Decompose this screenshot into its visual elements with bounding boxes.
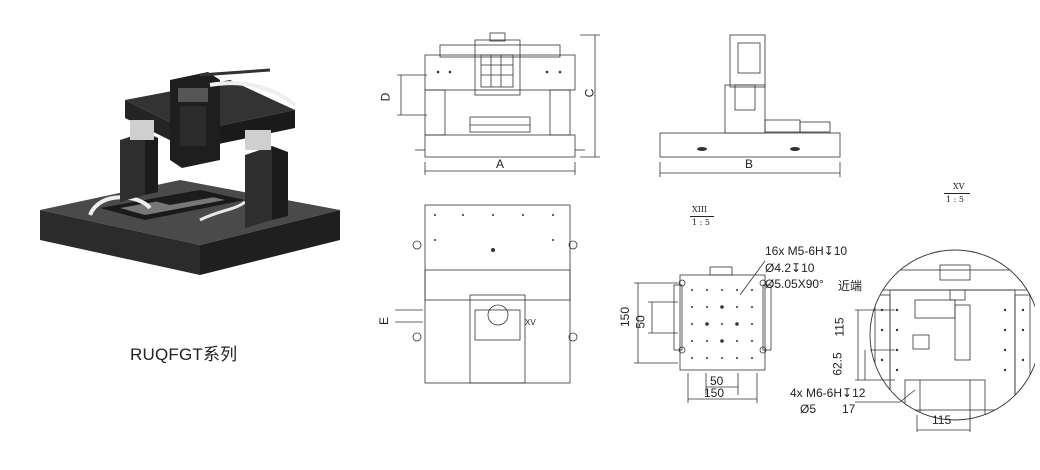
- detail-ref-xv: XV: [525, 318, 536, 327]
- scale-xiii-divider: [690, 216, 714, 217]
- scale-xiii-ratio: 1 : 5: [692, 218, 710, 227]
- xiii-callout-line3: Ø5.05X90°: [765, 277, 824, 291]
- scale-xv-ratio: 1 : 5: [946, 195, 964, 204]
- xiii-dim-50-h: 50: [710, 374, 724, 388]
- xv-callout-line1: 4x M6-6H↧12: [790, 386, 866, 400]
- detail-xiii-drawing: [634, 260, 772, 403]
- dim-a-label: A: [496, 157, 505, 171]
- xv-dim-115-h: 115: [932, 413, 952, 427]
- xv-callout-d5: Ø5: [800, 402, 817, 416]
- side-view-drawing: [659, 34, 841, 177]
- dim-d-label: D: [378, 92, 393, 102]
- scale-xv-divider: [944, 193, 970, 194]
- dim-e-label: E: [377, 316, 392, 326]
- detail-xv-drawing: [855, 249, 1035, 432]
- front-view-drawing: [397, 32, 600, 175]
- dim-b-label: B: [745, 157, 754, 171]
- product-photo: [40, 68, 340, 275]
- scale-xiii-name: XIII: [692, 205, 708, 214]
- xiii-dim-150-v: 150: [618, 306, 633, 328]
- xv-callout-17: 17: [842, 402, 856, 416]
- xiii-near-end: 近端: [838, 279, 863, 293]
- xiii-dim-150-h: 150: [704, 386, 725, 400]
- xv-dim-115-v: 115: [832, 317, 847, 337]
- xiii-callout-line2: Ø4.2↧10: [765, 261, 815, 275]
- top-view-drawing: [395, 204, 578, 384]
- product-caption: RUQFGT系列: [130, 345, 238, 364]
- xiii-callout-line1: 16x M5-6H↧10: [765, 244, 848, 258]
- dim-c-label: C: [582, 88, 597, 98]
- xv-dim-62-5: 62.5: [830, 352, 845, 376]
- scale-xv-name: XV: [953, 182, 965, 191]
- xiii-dim-50-v: 50: [633, 315, 648, 329]
